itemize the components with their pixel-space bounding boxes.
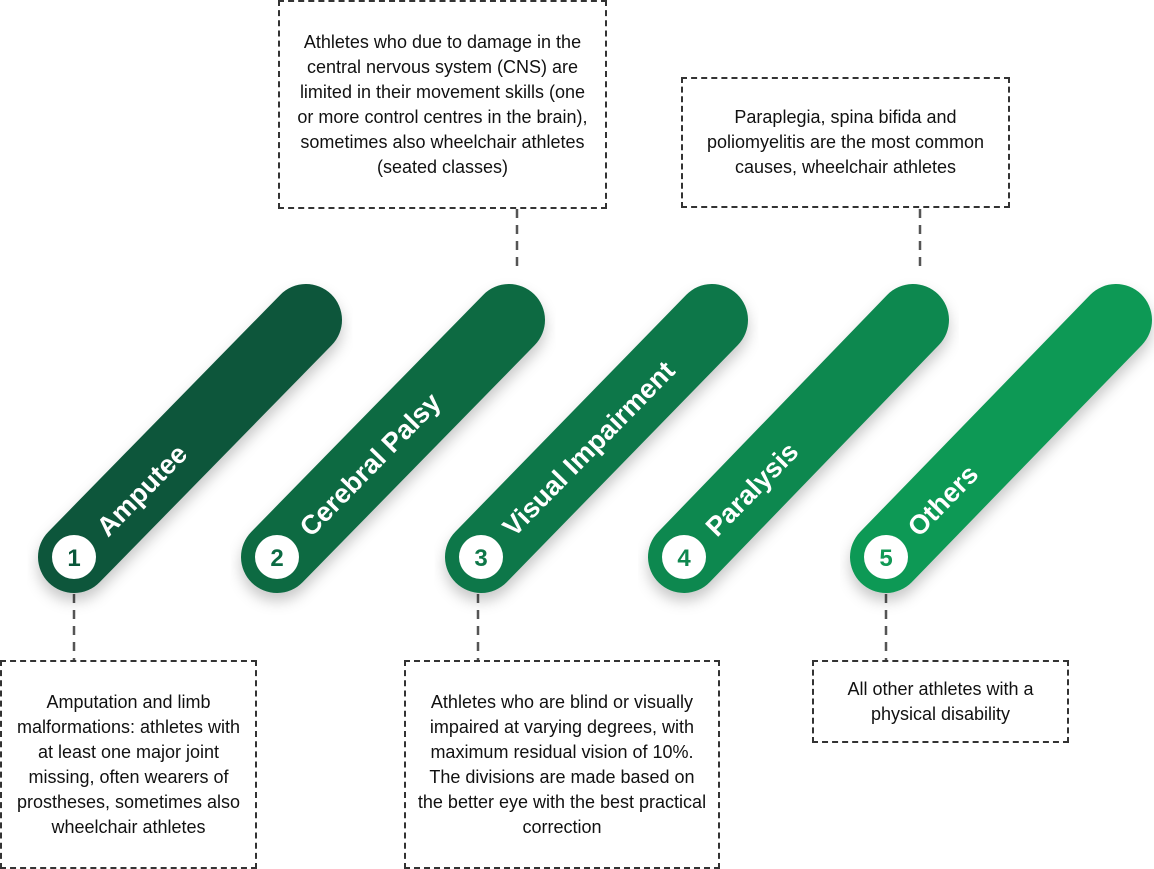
pill-body-1 — [38, 284, 342, 593]
pill-body-5 — [850, 284, 1152, 593]
number-badge-1 — [52, 535, 96, 579]
number-badge-3 — [459, 535, 503, 579]
category-pill-4: 4 Paralysis — [648, 284, 949, 593]
number-badge-2 — [255, 535, 299, 579]
description-text-5: All other athletes with a physical disab… — [847, 678, 1034, 724]
description-text-3: Athletes who are blind or visually impai… — [417, 691, 707, 837]
number-3: 3 — [474, 545, 487, 572]
connectors — [72, 209, 922, 660]
number-2: 2 — [270, 545, 283, 572]
pill-body-2 — [241, 284, 545, 593]
number-1: 1 — [67, 545, 80, 572]
number-5: 5 — [879, 545, 892, 572]
description-box-4: Paraplegia, spina bifida and poliomyelit… — [681, 77, 1010, 208]
description-text-4: Paraplegia, spina bifida and poliomyelit… — [706, 107, 985, 177]
number-badge-4 — [662, 535, 706, 579]
description-box-3: Athletes who are blind or visually impai… — [404, 660, 720, 869]
description-text-1: Amputation and limb malformations: athle… — [16, 691, 241, 837]
description-text-2: Athletes who due to damage in the centra… — [297, 31, 588, 177]
category-label-3: Visual Impairment — [497, 355, 681, 542]
number-badge-5 — [864, 535, 908, 579]
description-box-1: Amputation and limb malformations: athle… — [0, 660, 257, 869]
pill-body-4 — [648, 284, 949, 593]
pill-body-3 — [445, 284, 748, 593]
description-box-5: All other athletes with a physical disab… — [812, 660, 1069, 743]
number-4: 4 — [677, 545, 691, 572]
description-box-2: Athletes who due to damage in the centra… — [278, 0, 607, 209]
